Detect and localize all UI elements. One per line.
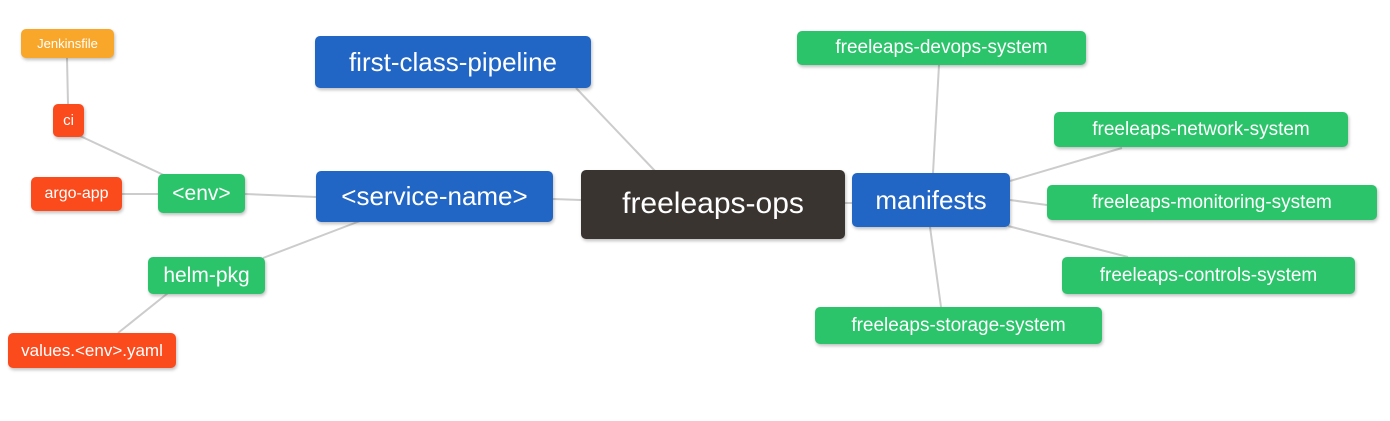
node-label: <env> xyxy=(172,181,231,205)
node-label: argo-app xyxy=(44,184,109,202)
node-freeleaps-monitoring-system[interactable]: freeleaps-monitoring-system xyxy=(1047,185,1377,220)
node-freeleaps-network-system[interactable]: freeleaps-network-system xyxy=(1054,112,1348,147)
edge-manifests-to-freeleaps-monitoring-system xyxy=(1009,199,1048,206)
node-label: freeleaps-controls-system xyxy=(1099,264,1318,286)
edge-jenkinsfile-to-ci xyxy=(66,57,69,105)
node-label: helm-pkg xyxy=(163,263,250,287)
node-label: freeleaps-storage-system xyxy=(851,314,1066,336)
node-values-env-yaml[interactable]: values.<env>.yaml xyxy=(8,333,176,368)
edge-helm-pkg-to-values-env-yaml xyxy=(117,292,169,334)
node-label: freeleaps-network-system xyxy=(1092,118,1310,140)
node-label: ci xyxy=(63,111,74,129)
node-label: freeleaps-monitoring-system xyxy=(1092,191,1332,213)
node-first-class-pipeline[interactable]: first-class-pipeline xyxy=(315,36,591,88)
edge-ci-to-env xyxy=(77,134,171,179)
edge-manifests-to-freeleaps-devops-system xyxy=(932,64,940,174)
node-label: Jenkinsfile xyxy=(37,35,98,51)
node-label: freeleaps-ops xyxy=(622,187,804,220)
node-freeleaps-ops[interactable]: freeleaps-ops xyxy=(581,170,845,239)
edge-env-to-service-name xyxy=(244,193,317,198)
node-freeleaps-devops-system[interactable]: freeleaps-devops-system xyxy=(797,31,1086,65)
node-label: values.<env>.yaml xyxy=(21,340,163,360)
node-argo-app[interactable]: argo-app xyxy=(31,177,122,211)
node-env[interactable]: <env> xyxy=(158,174,245,213)
node-ci[interactable]: ci xyxy=(53,104,84,137)
edge-service-name-to-freeleaps-ops xyxy=(552,198,582,201)
node-freeleaps-storage-system[interactable]: freeleaps-storage-system xyxy=(815,307,1102,344)
edge-manifests-to-freeleaps-network-system xyxy=(1009,147,1123,182)
node-freeleaps-controls-system[interactable]: freeleaps-controls-system xyxy=(1062,257,1355,294)
node-label: first-class-pipeline xyxy=(348,46,558,77)
node-jenkinsfile[interactable]: Jenkinsfile xyxy=(21,29,114,58)
edge-manifests-to-freeleaps-storage-system xyxy=(929,226,942,308)
node-label: <service-name> xyxy=(341,181,528,211)
node-label: freeleaps-devops-system xyxy=(835,37,1048,58)
node-label: manifests xyxy=(875,184,987,215)
node-service-name[interactable]: <service-name> xyxy=(316,171,553,222)
node-helm-pkg[interactable]: helm-pkg xyxy=(148,257,265,294)
edge-service-name-to-helm-pkg xyxy=(262,220,361,259)
node-manifests[interactable]: manifests xyxy=(852,173,1010,227)
edge-first-class-pipeline-to-freeleaps-ops xyxy=(575,87,656,172)
edge-manifests-to-freeleaps-controls-system xyxy=(1007,225,1129,258)
